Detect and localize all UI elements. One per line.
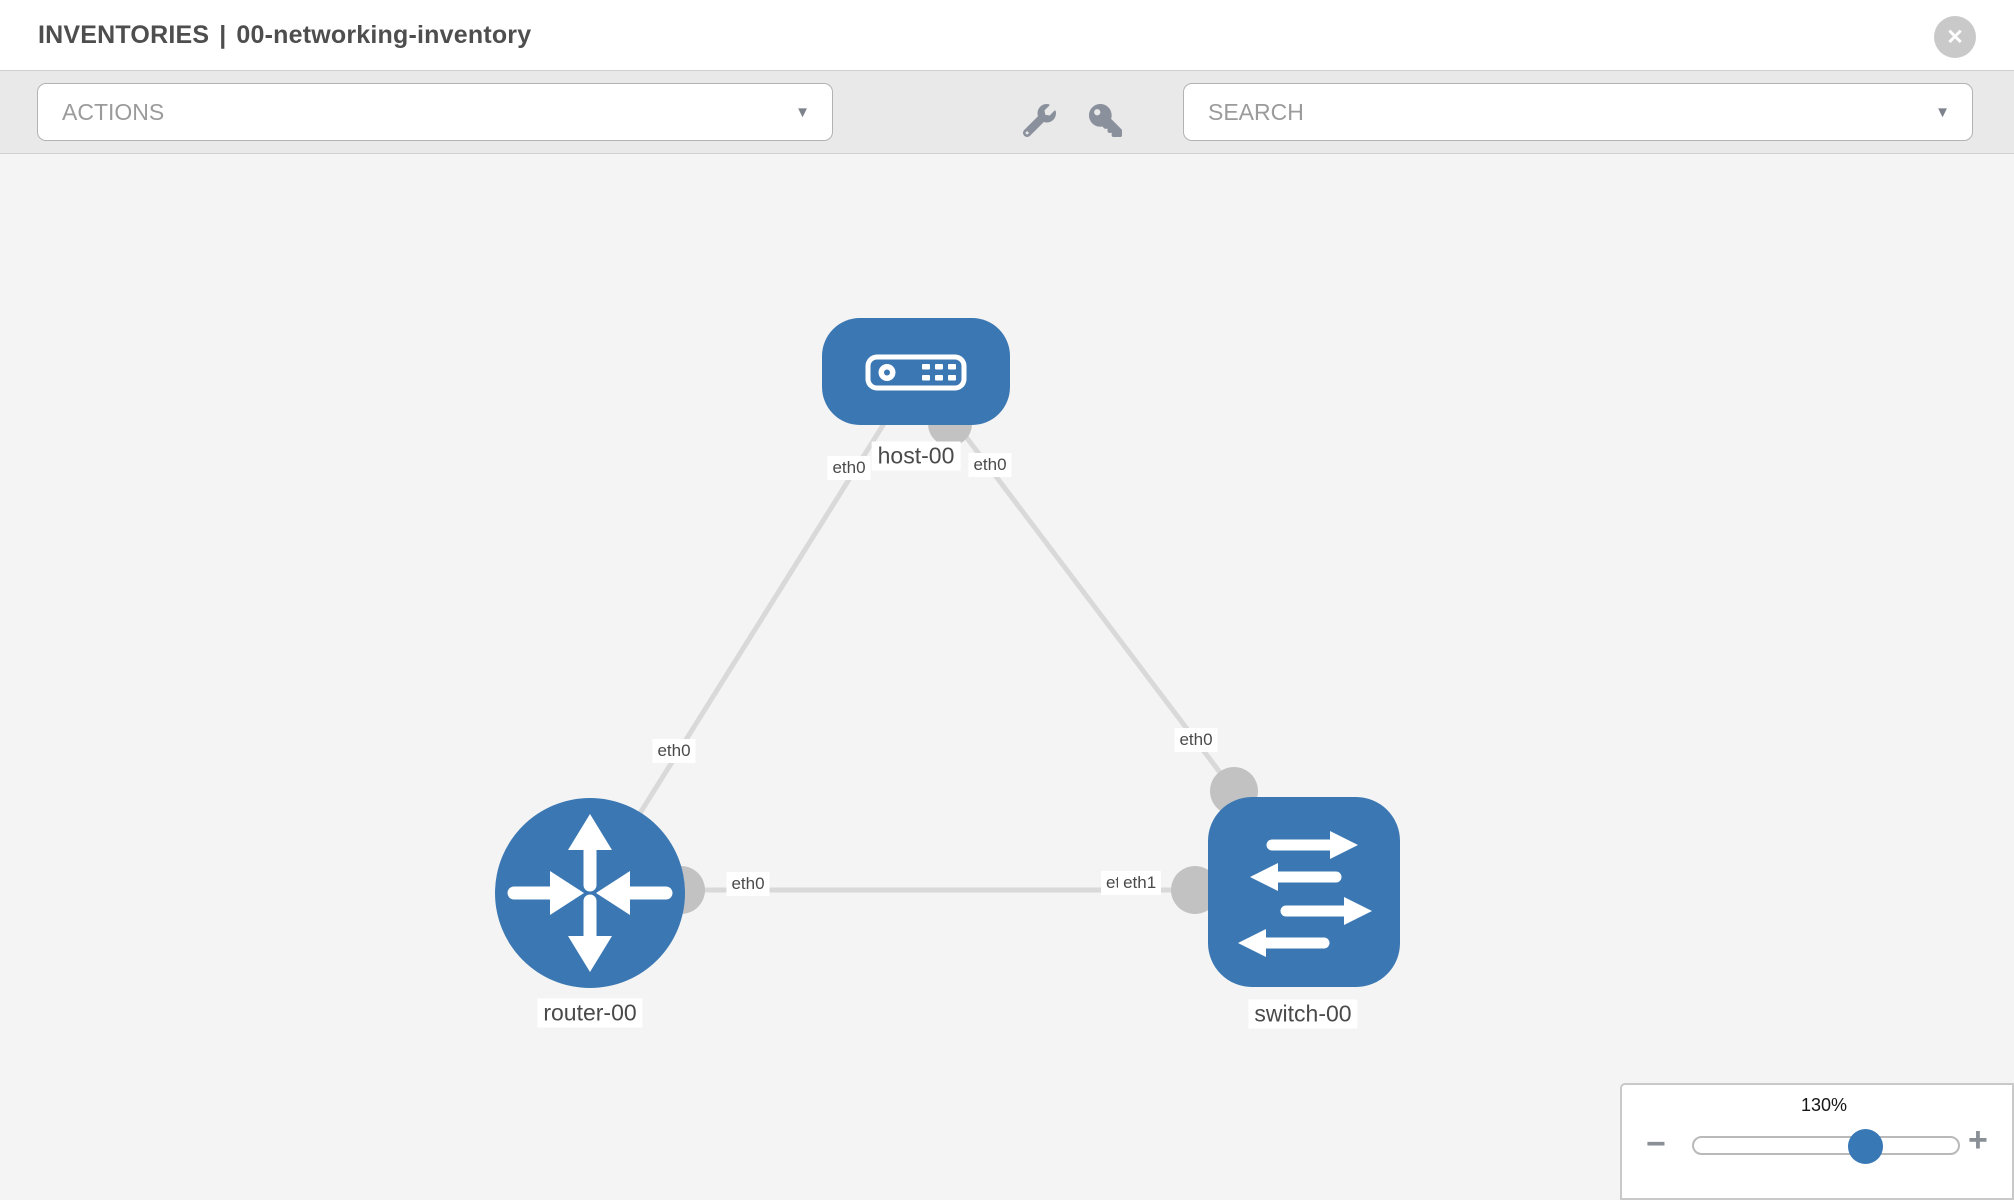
- zoom-out-button[interactable]: −: [1646, 1127, 1666, 1161]
- node-label-router: router-00: [537, 998, 643, 1028]
- if-label-router-eth0: eth0: [726, 872, 770, 896]
- chevron-down-icon: ▼: [1935, 103, 1950, 121]
- if-label-host-eth0-right: eth0: [968, 453, 1012, 477]
- zoom-slider-track[interactable]: [1692, 1136, 1960, 1155]
- actions-dropdown-label: ACTIONS: [62, 98, 165, 125]
- node-host-00[interactable]: [822, 318, 1010, 425]
- zoom-in-button[interactable]: +: [1968, 1123, 1988, 1157]
- zoom-control-panel: 130% − +: [1620, 1083, 2014, 1200]
- port-switch-eth1[interactable]: [1171, 866, 1219, 914]
- chevron-down-icon: ▼: [795, 103, 810, 121]
- close-button[interactable]: ✕: [1934, 16, 1976, 58]
- zoom-percentage: 130%: [1800, 1095, 1848, 1115]
- node-label-switch: switch-00: [1248, 999, 1358, 1029]
- topology-svg[interactable]: [0, 154, 2014, 1200]
- if-label-switch-front: eth1: [1118, 871, 1162, 895]
- if-label-switch-eth0: eth0: [1174, 728, 1218, 752]
- actions-dropdown[interactable]: ACTIONS ▼: [37, 83, 833, 141]
- close-icon: ✕: [1946, 25, 1964, 49]
- minus-icon: −: [1646, 1125, 1666, 1163]
- node-router-00[interactable]: [495, 798, 685, 988]
- page-title: INVENTORIES | 00-networking-inventory: [38, 21, 531, 50]
- breadcrumb-item: 00-networking-inventory: [236, 20, 532, 49]
- search-dropdown-label: SEARCH: [1208, 98, 1304, 125]
- search-dropdown[interactable]: SEARCH ▼: [1183, 83, 1973, 141]
- breadcrumb-section: INVENTORIES: [38, 20, 210, 49]
- if-label-switch-eth1-overlap: eth0 eth1: [1101, 871, 1162, 895]
- node-switch-00[interactable]: [1208, 797, 1400, 987]
- breadcrumb-separator: |: [219, 20, 227, 49]
- wrench-icon[interactable]: [1023, 103, 1056, 137]
- router-icon: [507, 814, 673, 972]
- topology-canvas[interactable]: host-00 router-00 switch-00 eth0 eth0 et…: [0, 154, 2014, 1200]
- node-label-host: host-00: [871, 441, 961, 471]
- panel-header: INVENTORIES | 00-networking-inventory ✕: [0, 0, 2014, 70]
- toolbar-tools: [1023, 103, 1122, 137]
- zoom-slider-handle[interactable]: [1848, 1129, 1883, 1164]
- if-label-router-eth0-uplink: eth0: [652, 739, 696, 763]
- switch-icon: [1238, 831, 1372, 957]
- host-icon: [865, 354, 967, 391]
- plus-icon: +: [1968, 1121, 1988, 1159]
- toolbar: ACTIONS ▼ SEARCH ▼: [0, 70, 2014, 154]
- if-label-host-eth0-left: eth0: [827, 456, 871, 480]
- key-icon[interactable]: [1089, 103, 1122, 137]
